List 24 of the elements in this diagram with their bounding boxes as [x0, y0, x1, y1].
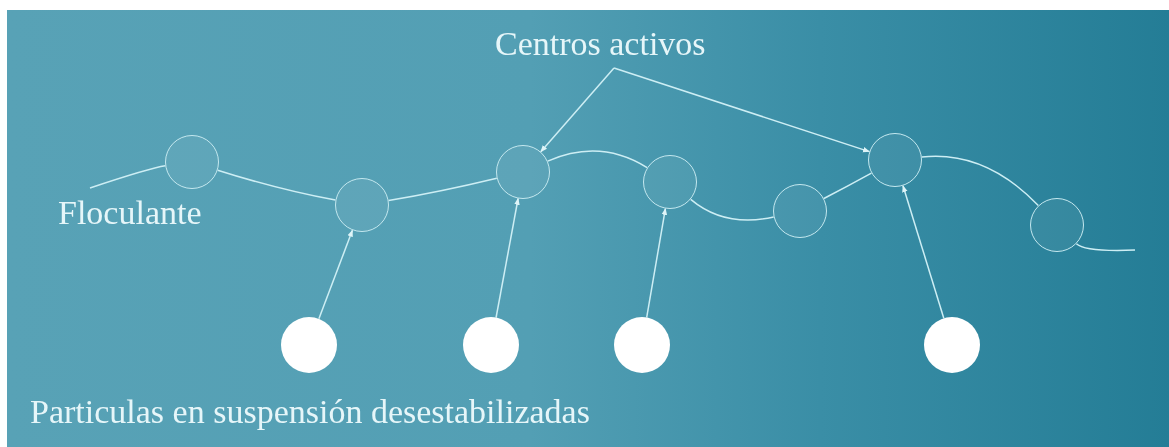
arrow: [540, 67, 615, 153]
annotation-text: Centros activos: [495, 24, 745, 64]
active-center-circle: [773, 184, 827, 238]
active-center-circle: [335, 178, 389, 232]
curved-line: [546, 150, 648, 169]
label-text: Particulas en suspensión desestabilizadas: [30, 392, 590, 432]
curved-line: [387, 177, 498, 202]
active-center-circle: [643, 155, 697, 209]
curved-line: [216, 169, 337, 201]
arrow: [318, 229, 354, 320]
arrow: [902, 185, 945, 319]
active-center-circle: [1030, 198, 1084, 252]
arrow: [495, 197, 520, 319]
curved-line: [823, 172, 873, 200]
active-center-circle: [496, 145, 550, 199]
active-center-circle: [868, 133, 922, 187]
curved-line: [89, 165, 167, 189]
curved-line: [921, 155, 1040, 207]
label-text: Floculante: [58, 193, 202, 233]
arrow: [613, 67, 871, 153]
active-center-circle: [165, 135, 219, 189]
curved-line: [689, 198, 775, 221]
curved-line: [1075, 242, 1136, 252]
arrow: [645, 207, 668, 319]
